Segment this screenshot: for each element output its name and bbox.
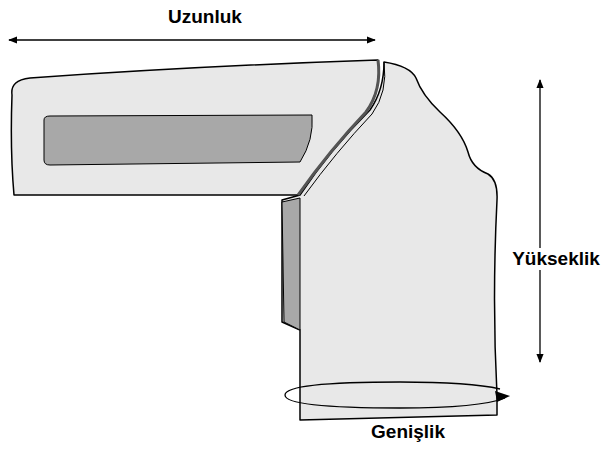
seam: [304, 62, 385, 196]
scan-window: [44, 115, 312, 165]
scanner-head: [11, 60, 378, 195]
arrowhead: [495, 391, 510, 402]
grip-strip: [282, 198, 300, 330]
dimension-label: Genişlik: [368, 421, 448, 443]
length-arrow: [9, 39, 375, 40]
height-arrow: [539, 80, 540, 362]
dimension-label: Yükseklik: [509, 248, 603, 270]
width-arrow: [285, 382, 505, 408]
dimension-label: Uzunluk: [165, 6, 245, 28]
